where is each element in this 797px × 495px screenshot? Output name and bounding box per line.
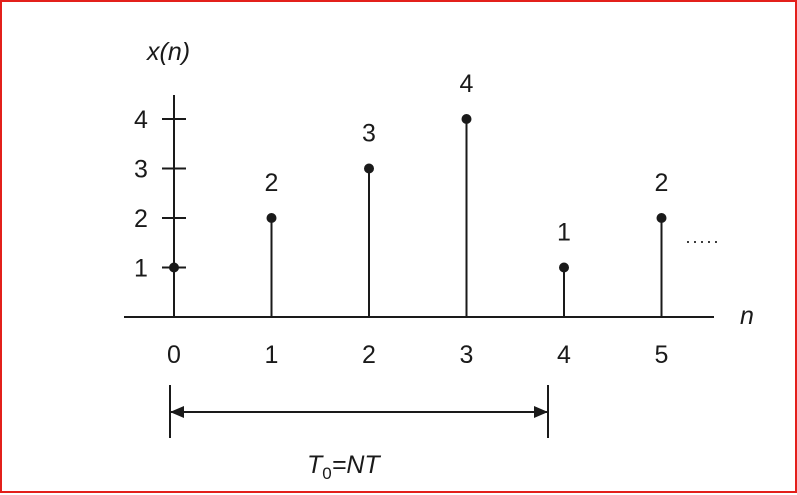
x-tick-label: 5 bbox=[655, 341, 669, 369]
x-tick-label: 2 bbox=[362, 341, 376, 369]
y-axis-label: x(n) bbox=[146, 38, 190, 66]
stem-marker bbox=[461, 114, 472, 124]
x-tick-label: 3 bbox=[460, 341, 474, 369]
data-label: 2 bbox=[655, 169, 669, 197]
y-tick-label: 1 bbox=[134, 255, 148, 283]
period-arrowhead-right bbox=[534, 406, 548, 418]
data-label: 1 bbox=[557, 219, 571, 247]
period-label: T0=NT bbox=[307, 451, 381, 483]
y-tick-label: 2 bbox=[134, 205, 148, 233]
stem-marker bbox=[559, 262, 569, 273]
y-tick-label: 3 bbox=[134, 156, 148, 184]
x-axis-label: n bbox=[740, 302, 754, 330]
stem-marker bbox=[169, 262, 179, 273]
stems: 2 3 4 1 2 bbox=[169, 70, 668, 317]
period-arrowhead-left bbox=[170, 406, 184, 418]
x-tick-label: 4 bbox=[557, 341, 571, 369]
continuation-dots: ····· bbox=[685, 231, 720, 251]
period-annotation: T0=NT bbox=[169, 385, 549, 483]
data-label: 2 bbox=[265, 169, 279, 197]
data-label: 3 bbox=[362, 120, 376, 148]
y-tick-label: 4 bbox=[134, 106, 148, 134]
stem-marker bbox=[364, 163, 374, 174]
data-label: 4 bbox=[460, 70, 474, 98]
stem-marker bbox=[656, 213, 667, 223]
x-tick-label: 0 bbox=[167, 341, 181, 369]
y-ticks: 1 2 3 4 bbox=[134, 106, 186, 283]
stem-marker bbox=[266, 213, 277, 223]
x-tick-label: 1 bbox=[265, 341, 279, 369]
x-ticks: 0 1 2 3 4 5 bbox=[167, 341, 668, 369]
